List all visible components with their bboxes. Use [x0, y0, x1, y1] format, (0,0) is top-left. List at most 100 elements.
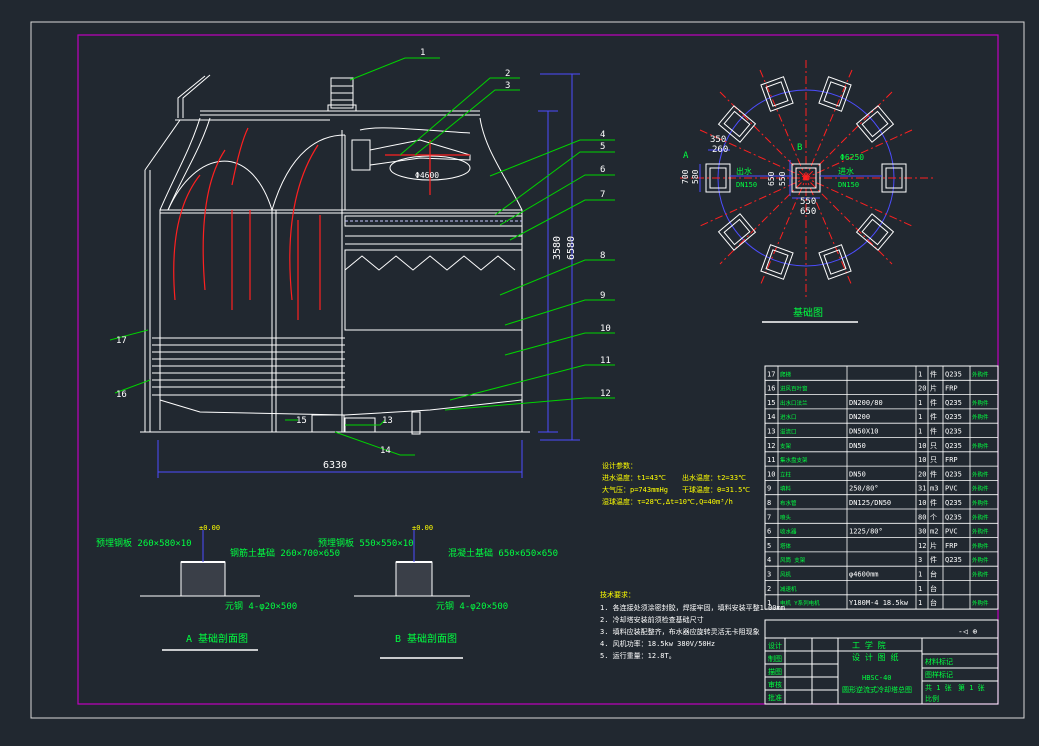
bom-cell-unit: 台 [930, 584, 937, 593]
bom-cell-no: 7 [767, 513, 771, 521]
bom-cell-qty: 20 [918, 385, 926, 393]
bom-cell-no: 13 [767, 428, 775, 436]
bom-cell-mat: PVC [945, 528, 958, 536]
elevation-view [140, 74, 530, 435]
dimension-lines [157, 73, 580, 478]
part-label-2: 2 [505, 69, 510, 79]
bom-cell-mat: Q235 [945, 556, 962, 564]
bom-cell-mat: Q235 [945, 413, 962, 421]
bom-cell-unit: 件 [930, 412, 937, 421]
title-right-1: 材料标记 [925, 657, 953, 666]
bom-cell-name: 集水盘支架 [780, 456, 808, 464]
bom-cell-name: 支架 [780, 442, 792, 450]
tech-line2b: 干球温度：θ=31.5℃ [682, 485, 750, 494]
bom-cell-qty: 1 [918, 399, 922, 407]
bom-cell-name: 喷头 [780, 513, 792, 521]
bom-cell-unit: 台 [930, 570, 937, 579]
bom-cell-spec: φ4600mm [849, 571, 879, 579]
bom-cell-qty: 80 [918, 513, 926, 521]
bom-cell-note: 外购件 [972, 413, 989, 421]
bom-cell-spec: Y180M-4 18.5kw [849, 599, 909, 607]
bom-cell-mat: Q235 [945, 428, 962, 436]
section-b-label1: 预埋钢板 550×550×10 [318, 537, 414, 549]
bom-cell-mat: PVC [945, 485, 958, 493]
bom-cell-qty: 30 [918, 528, 926, 536]
section-a-label1: 预埋钢板 260×580×10 [96, 537, 192, 549]
part-label-12: 12 [600, 389, 611, 399]
technical-notes: 技术要求： 1. 各连接处须涂密封胶，焊接牢固，填料安装平整1.00mm 2. … [600, 590, 785, 660]
section-b-label2: 混凝土基础 650×650×650 [448, 547, 558, 559]
title-block [764, 619, 999, 705]
title-row-1: 设计 [768, 641, 782, 650]
bom-cell-note: 外购件 [972, 556, 989, 564]
part-label-3: 3 [505, 81, 510, 91]
part-label-15: 15 [296, 416, 307, 426]
plan-dim-260: 260 [712, 145, 728, 155]
bom-cell-unit: 件 [930, 555, 937, 564]
bom-cell-note: 外购件 [972, 485, 989, 493]
bom-cell-qty: 1 [918, 585, 922, 593]
elevation-red-lines [173, 127, 470, 320]
section-a-label2: 钢筋土基础 260×700×650 [230, 547, 340, 559]
bom-cell-name: 收水器 [780, 528, 797, 536]
plan-title: 基础图 [793, 306, 823, 319]
bom-cell-qty: 31 [918, 485, 926, 493]
bom-cell-note: 外购件 [972, 442, 989, 450]
plan-label-a: A [683, 151, 689, 161]
bom-cell-no: 4 [767, 556, 771, 564]
title-block-text: -◁ ⊕ 工 学 院 设 计 图 纸 HBSC-40 圆形逆流式冷却塔总图 设计… [768, 627, 985, 703]
bom-cell-name: 进水口 [780, 413, 797, 421]
tech-line3: 湿球温度：τ=28℃,Δt=10℃,Q=40m³/h [602, 497, 733, 506]
title-row-5: 批准 [768, 693, 782, 702]
plan-dim-550b: 550 [800, 197, 816, 207]
part-label-8: 8 [600, 251, 605, 261]
bom-cell-qty: 10 [918, 456, 926, 464]
dim-overall-width: 6330 [323, 460, 347, 471]
title-row-2: 制图 [768, 654, 782, 663]
title-drawing-no: HBSC-40 [862, 674, 892, 682]
bom-cell-no: 17 [767, 370, 775, 378]
part-label-1: 1 [420, 48, 425, 58]
plan-dim-350: 350 [710, 135, 726, 145]
bom-cell-qty: 3 [918, 556, 922, 564]
plan-dim-650b: 650 [800, 207, 816, 217]
bom-cell-name: 塔体 [780, 542, 792, 550]
bom-cell-qty: 10 [918, 499, 926, 507]
plan-dim-550a: 550 [778, 171, 787, 186]
bom-frame [764, 365, 999, 610]
bom-cell-spec: 250/80° [849, 485, 879, 493]
part-number-labels: 1 2 3 4 5 6 7 8 9 10 11 12 13 14 15 16 1… [116, 48, 611, 456]
bom-cell-spec: DN200 [849, 413, 870, 421]
title-symbol: -◁ ⊕ [958, 627, 977, 636]
note-item-4: 4. 风机功率：18.5kw 380V/50Hz [600, 639, 715, 648]
bom-cell-unit: m2 [930, 528, 938, 536]
bom-cell-name: 风筒 支架 [780, 556, 806, 564]
bom-cell-no: 16 [767, 385, 775, 393]
bom-cell-note: 外购件 [972, 370, 989, 378]
bom-cell-no: 10 [767, 470, 775, 478]
dim-inner-width: Φ4600 [415, 171, 439, 180]
bom-cell-unit: 件 [930, 427, 937, 436]
section-a-level: ±0.00 [199, 524, 220, 532]
plan-outlet-label: 出水 [736, 166, 752, 176]
plan-dim-580: 580 [691, 169, 700, 184]
title-project: 设 计 图 纸 [852, 652, 898, 662]
bom-cell-name: 立柱 [780, 470, 792, 478]
bom-cell-mat: FRP [945, 385, 958, 393]
bom-cell-qty: 10 [918, 442, 926, 450]
plan-pipe-1: DN150 [736, 181, 757, 189]
bom-cell-spec: DN125/DN50 [849, 499, 891, 507]
section-a-label3: 元钢 4-φ20×500 [225, 600, 297, 612]
bom-cell-note: 外购件 [972, 470, 989, 478]
bom-cell-note: 外购件 [972, 499, 989, 507]
part-label-16: 16 [116, 390, 127, 400]
bom-cell-unit: 件 [930, 398, 937, 407]
bom-cell-note: 外购件 [972, 542, 989, 550]
section-b-level: ±0.00 [412, 524, 433, 532]
bom-cell-mat: Q235 [945, 370, 962, 378]
bom-cell-qty: 12 [918, 542, 926, 550]
part-label-13: 13 [382, 416, 393, 426]
notes-title: 技术要求： [600, 590, 635, 599]
bom-cell-name: 风机 [780, 571, 792, 579]
